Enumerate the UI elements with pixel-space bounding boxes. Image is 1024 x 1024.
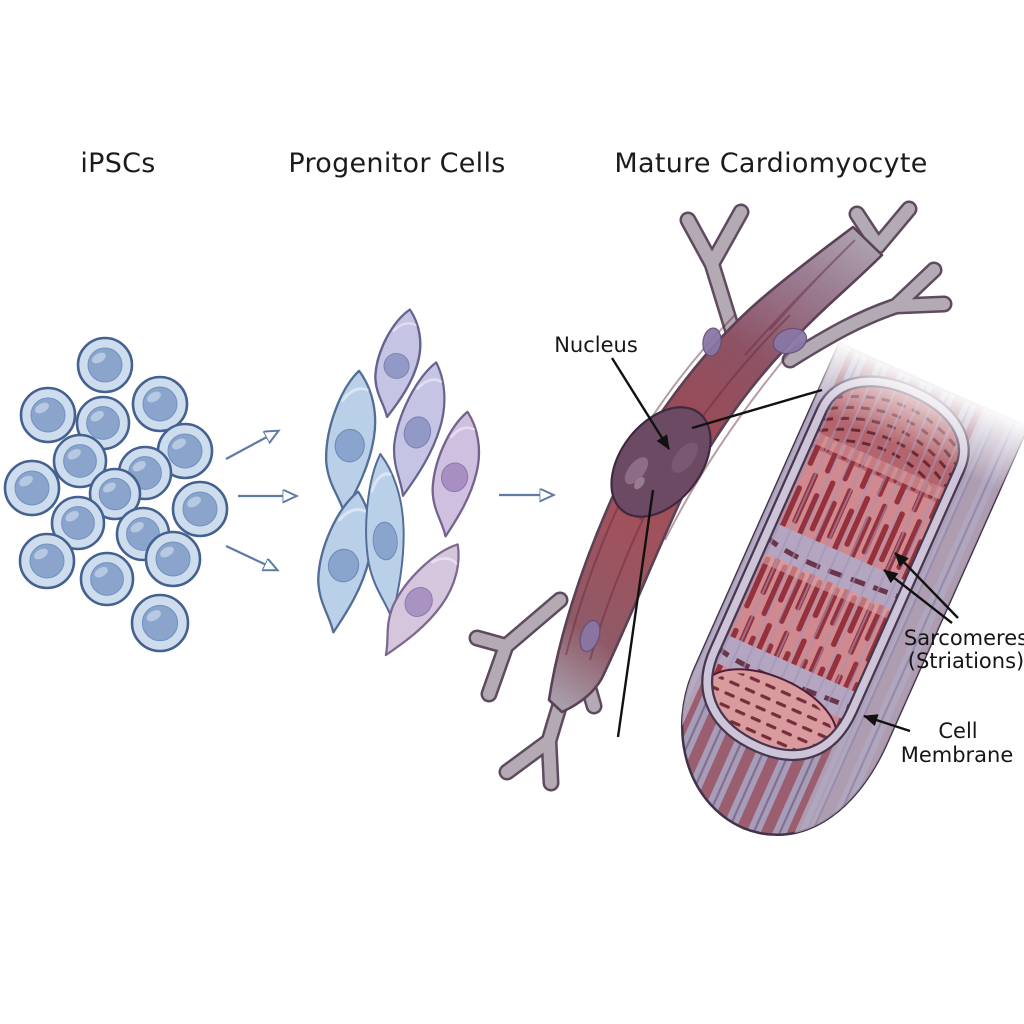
cell-membrane-label-line1: Cell xyxy=(938,719,977,743)
ipsc-cell xyxy=(88,467,142,521)
nucleus-highlight xyxy=(634,477,645,490)
ipsc-nucleus-highlight xyxy=(103,482,116,493)
ipsc-cell-nucleus xyxy=(14,470,50,506)
cardiomyocyte-branch-fill xyxy=(784,264,950,366)
nucleus-highlight xyxy=(624,457,649,485)
ipsc-nucleus-highlight xyxy=(132,461,146,472)
ipsc-cell-nucleus xyxy=(29,543,65,579)
ipsc-cell-nucleus xyxy=(63,444,97,478)
ipsc-nucleus-highlight xyxy=(35,402,49,414)
sarcomeres-label-line2: (Striations) xyxy=(908,649,1024,673)
ipsc-nucleus-highlight xyxy=(94,567,108,578)
progenitor-cell-nucleus xyxy=(403,416,432,449)
nucleus-blob xyxy=(702,327,722,357)
cardiomyocyte-body xyxy=(547,225,884,714)
ipsc-nucleus-highlight xyxy=(147,391,161,403)
stage-heading-progenitor: Progenitor Cells xyxy=(288,148,506,179)
cell-membrane-label-line2: Membrane xyxy=(901,743,1014,767)
cut-rim xyxy=(701,375,970,761)
ipsc-cell-nucleus xyxy=(90,562,124,596)
ipsc-cell-nucleus xyxy=(86,406,120,440)
ipsc-cell xyxy=(50,495,106,551)
ipsc-cell xyxy=(76,336,134,394)
ipsc-cell-nucleus xyxy=(61,506,95,540)
progenitor-cell-nucleus xyxy=(334,428,365,463)
ipsc-cluster xyxy=(3,336,229,653)
nucleus-arrow xyxy=(610,357,671,450)
ipsc-nucleus-highlight xyxy=(67,449,81,460)
progenitor-cell xyxy=(374,308,422,419)
mature-cardiomyocyte xyxy=(468,200,953,792)
membrane-strip-line xyxy=(794,413,1000,868)
ipsc-cell-nucleus xyxy=(98,477,132,511)
ipsc-cell-nucleus xyxy=(182,491,218,527)
cardiomyocyte-branch-fill xyxy=(471,594,566,700)
ipsc-cell xyxy=(52,433,108,489)
progenitor-cluster xyxy=(317,308,481,657)
differentiation-arrow-1 xyxy=(225,431,278,460)
detail-callout-line-1 xyxy=(691,388,823,430)
ipsc-nucleus-highlight xyxy=(146,610,161,622)
progenitor-cell-highlight xyxy=(416,378,443,391)
progenitor-cell-highlight xyxy=(392,322,417,332)
progenitor-cell-highlight xyxy=(341,387,369,402)
ipsc-cell xyxy=(131,375,189,433)
ipsc-cell xyxy=(3,459,61,517)
progenitor-cell-nucleus xyxy=(327,548,360,583)
nucleus-blob xyxy=(772,327,808,355)
progenitor-cell-highlight xyxy=(430,557,458,565)
sarcomere-arrow-2 xyxy=(883,569,953,624)
ipsc-cell xyxy=(144,530,202,588)
ipsc-cell-nucleus xyxy=(155,541,191,577)
ipsc-nucleus-highlight xyxy=(34,548,48,560)
progenitor-cell-highlight xyxy=(449,426,476,439)
ipsc-cell-nucleus xyxy=(30,397,66,433)
cardiomyocyte-branch-fill xyxy=(851,203,915,252)
ipsc-cell-nucleus xyxy=(167,433,203,469)
sarcomere-arrow-1 xyxy=(894,552,959,619)
stage-heading-mature: Mature Cardiomyocyte xyxy=(614,148,928,179)
ipsc-cell-nucleus xyxy=(87,347,123,383)
progenitor-cell-nucleus xyxy=(372,521,398,561)
stage-heading-ipscs: iPSCs xyxy=(80,148,156,179)
detail-callout-line-2 xyxy=(616,489,655,738)
sarcomere-detail-cylinder xyxy=(648,341,1024,868)
ipsc-cell-nucleus xyxy=(142,386,178,422)
ipsc-nucleus-highlight xyxy=(19,475,33,487)
membrane-strip-line xyxy=(810,420,1016,868)
ipsc-nucleus-highlight xyxy=(65,511,79,522)
sarcomeres-label-line1: Sarcomeres xyxy=(904,626,1024,650)
myofibril-interior xyxy=(685,360,981,776)
cardiomyocyte-branch-fill xyxy=(682,206,747,338)
ipsc-nucleus-highlight xyxy=(130,522,144,533)
ipsc-cell xyxy=(19,386,77,444)
progenitor-cell xyxy=(392,361,446,497)
ipsc-nucleus-highlight xyxy=(90,411,104,422)
ipsc-cell xyxy=(79,551,135,607)
ipsc-cell xyxy=(130,593,190,653)
progenitor-cell xyxy=(365,452,405,620)
nucleus-highlight xyxy=(671,442,698,473)
ipsc-nucleus-highlight xyxy=(160,546,174,558)
progenitor-cell xyxy=(384,543,460,657)
cell-membrane-arrow xyxy=(863,714,911,733)
progenitor-cell-highlight xyxy=(370,472,392,493)
progenitor-cell-nucleus xyxy=(383,353,410,379)
progenitor-cell-highlight xyxy=(337,508,367,522)
progenitor-cell-nucleus xyxy=(441,462,469,493)
differentiation-arrow-3 xyxy=(225,545,277,570)
ipsc-cell-nucleus xyxy=(141,604,179,642)
ipsc-nucleus-highlight xyxy=(172,438,186,450)
ipsc-nucleus-highlight xyxy=(187,496,201,508)
cardiomyocyte-nucleus xyxy=(610,406,712,518)
nucleus-label: Nucleus xyxy=(554,333,638,357)
ipsc-nucleus-highlight xyxy=(92,352,106,364)
nucleus-blob xyxy=(579,619,601,653)
ipsc-cell xyxy=(171,480,229,538)
progenitor-cell-nucleus xyxy=(404,587,433,617)
ipsc-cell xyxy=(18,532,76,590)
progenitor-cell xyxy=(431,410,481,538)
